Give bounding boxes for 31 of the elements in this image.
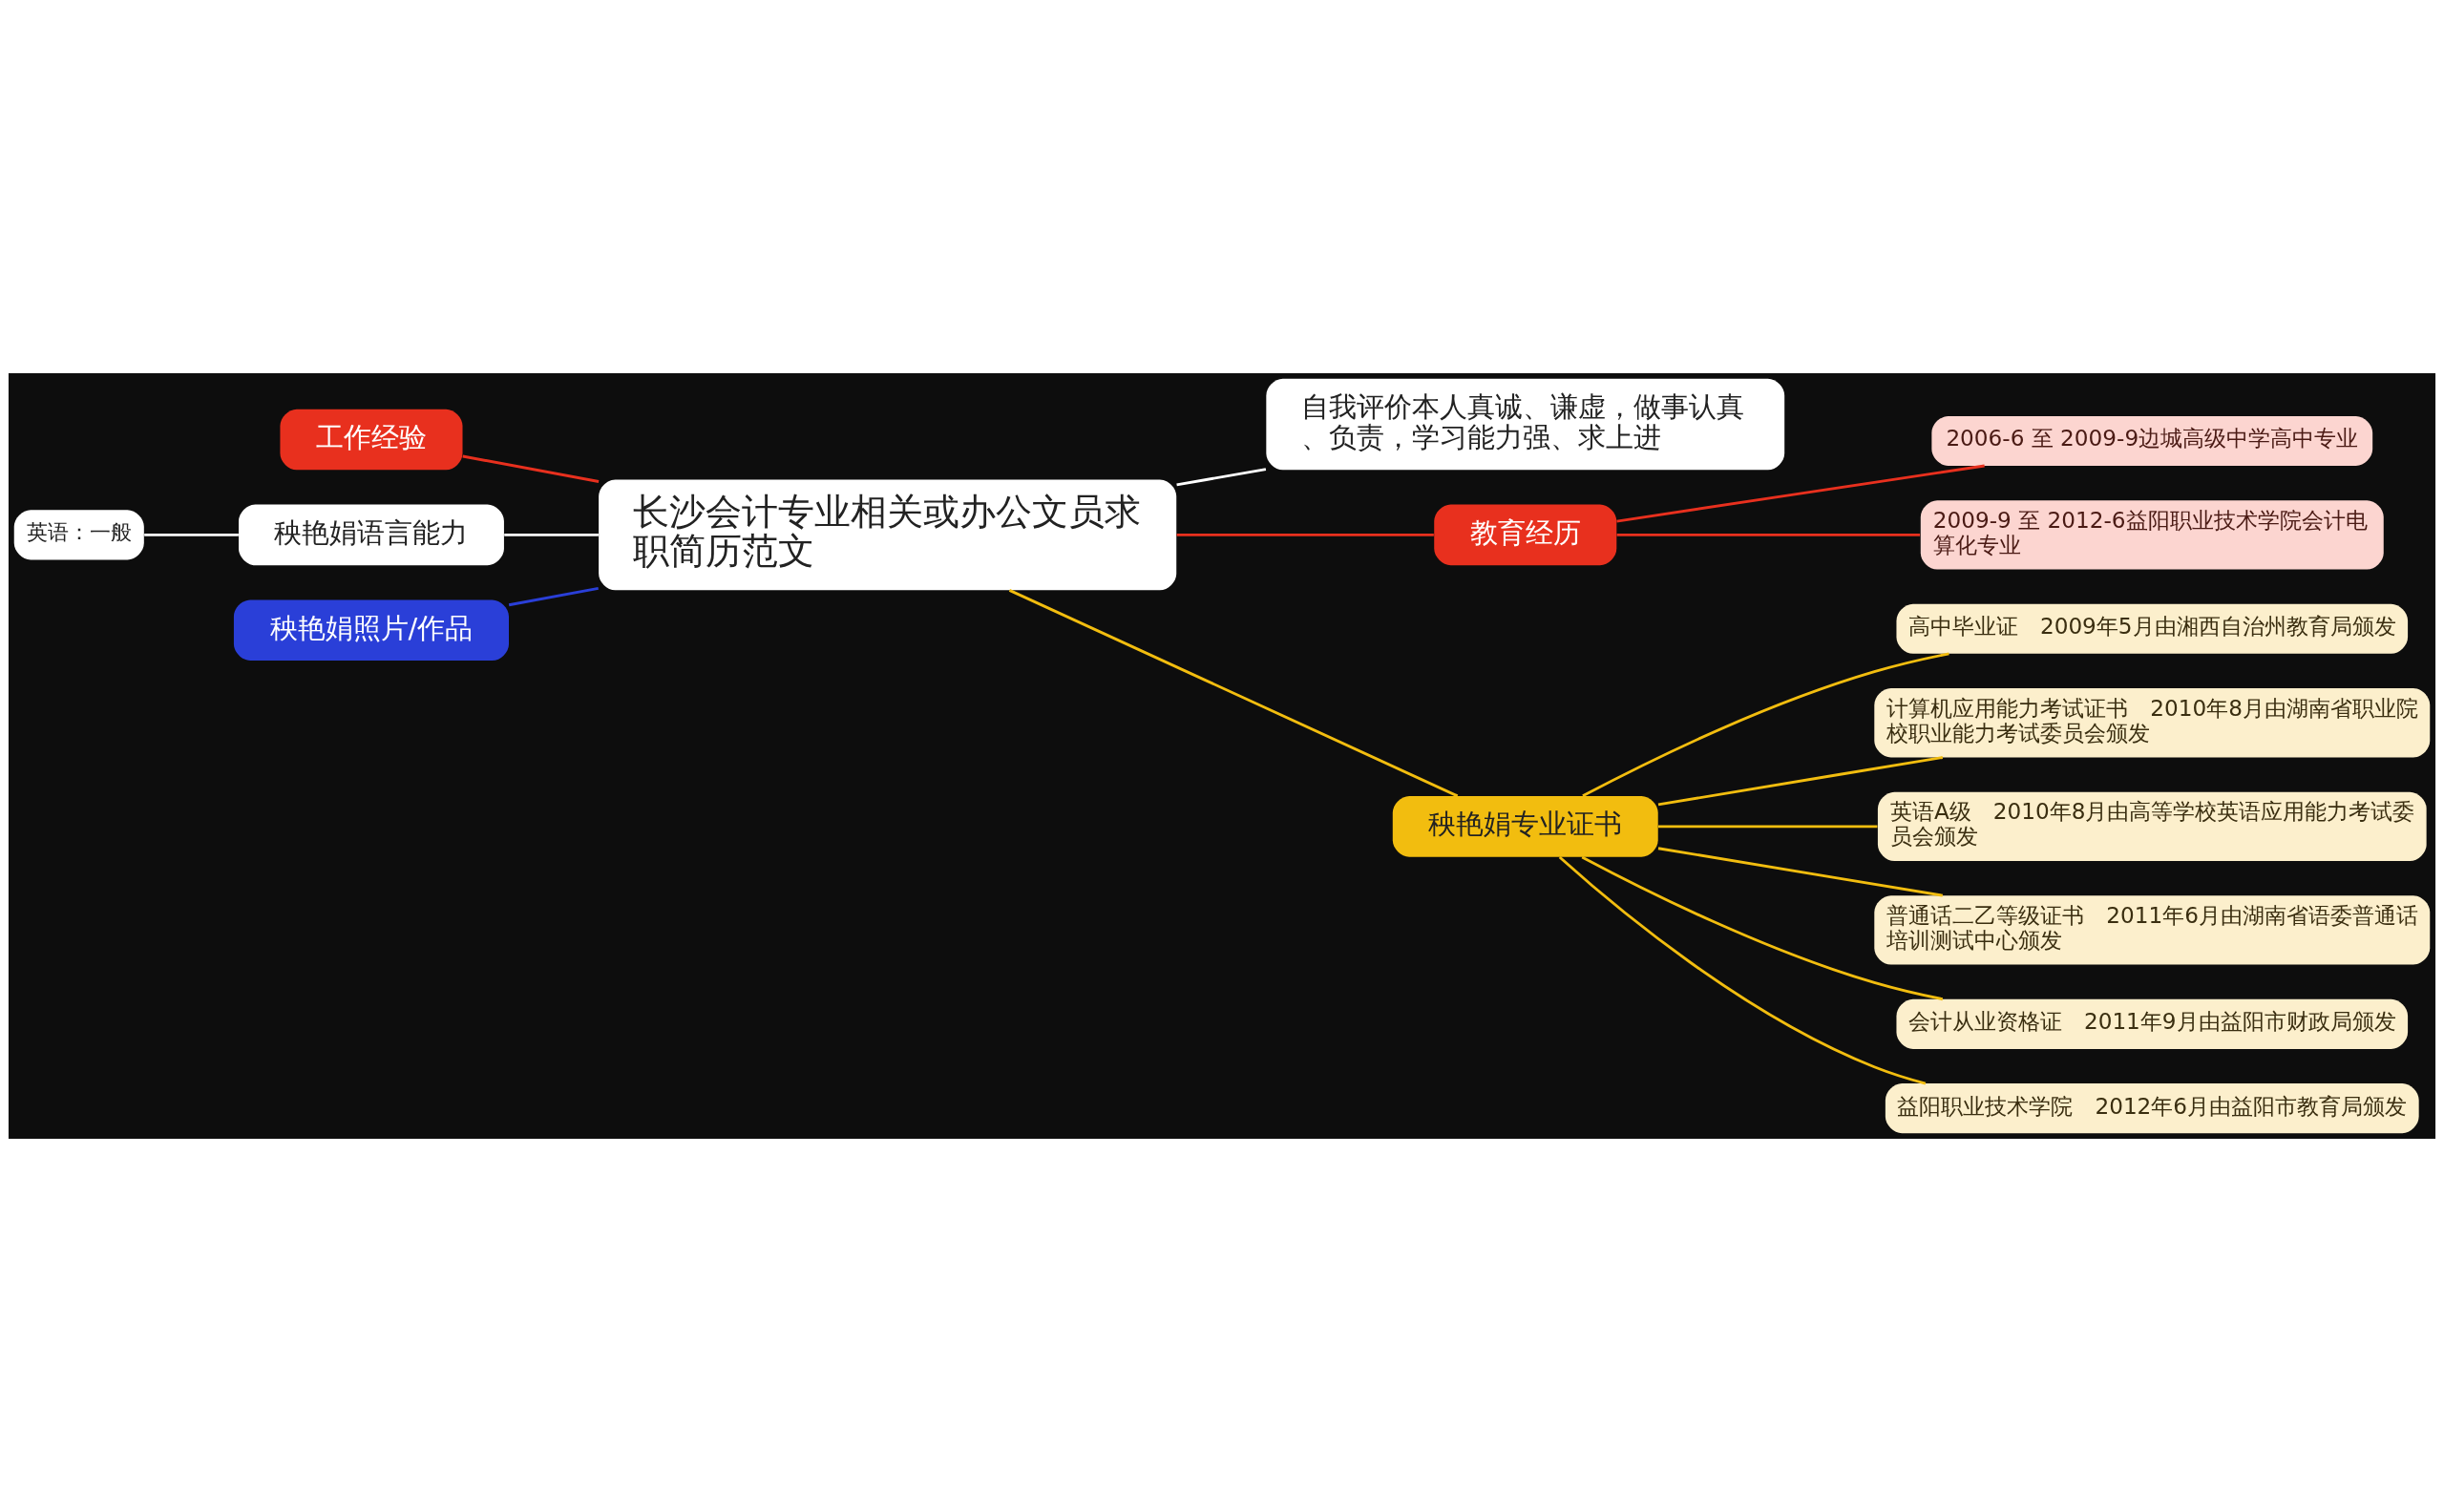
node-box: 长沙会计专业相关或办公文员求职简历范文 <box>599 479 1177 591</box>
node-box: 普通话二乙等级证书 2011年6月由湖南省语委普通话培训测试中心颁发 <box>1874 895 2431 965</box>
connector <box>1616 533 1921 536</box>
node-box: 2009-9 至 2012-6益阳职业技术学院会计电算化专业 <box>1920 500 2384 570</box>
node-box: 教育经历 <box>1434 504 1617 566</box>
connector <box>1582 652 1949 798</box>
connector <box>462 454 600 483</box>
node-box: 英语：一般 <box>13 510 144 560</box>
connector <box>1558 855 1927 1085</box>
node-box: 2006-6 至 2009-9边城高级中学高中专业 <box>1931 415 2373 466</box>
connector <box>1616 464 1985 523</box>
node-box: 高中毕业证 2009年5月由湘西自治州教育局颁发 <box>1896 603 2409 654</box>
connector <box>1658 825 1878 829</box>
connector <box>1176 468 1267 487</box>
node-box: 计算机应用能力考试证书 2010年8月由湖南省职业院校职业能力考试委员会颁发 <box>1874 688 2431 758</box>
node-box: 益阳职业技术学院 2012年6月由益阳市教育局颁发 <box>1885 1083 2419 1134</box>
node-box: 英语A级 2010年8月由高等学校英语应用能力考试委员会颁发 <box>1877 791 2427 861</box>
connector <box>1657 847 1944 897</box>
node-box: 秧艳娟专业证书 <box>1392 796 1658 857</box>
node-box: 秧艳娟语言能力 <box>239 504 504 566</box>
node-box: 自我评价本人真诚、谦虚，做事认真、负责，学习能力强、求上进 <box>1266 378 1785 471</box>
connector <box>1176 533 1434 536</box>
node-box: 秧艳娟照片/作品 <box>233 599 509 662</box>
node-box: 工作经验 <box>280 409 463 471</box>
connector <box>508 586 599 607</box>
connector <box>144 533 239 536</box>
connector <box>1581 855 1944 1001</box>
node-box: 会计从业资格证 2011年9月由益阳市财政局颁发 <box>1896 998 2409 1049</box>
connector <box>504 533 599 536</box>
connector <box>1657 756 1944 807</box>
connector <box>1008 589 1459 798</box>
